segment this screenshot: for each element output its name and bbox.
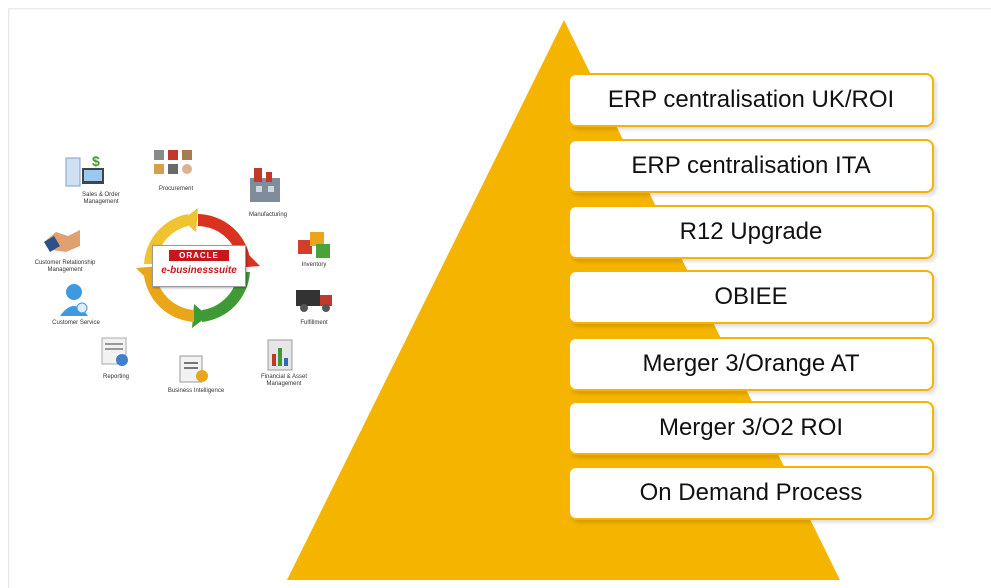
module-label-sales-l2: Management <box>83 199 119 205</box>
ladder-item-obiee: OBIEE <box>568 270 934 324</box>
financial-chart-icon <box>267 339 293 371</box>
reporting-icon <box>101 337 128 366</box>
oracle-ebs-logo: ORACLE e-businesssuite <box>152 245 246 287</box>
factory-icon <box>250 168 280 202</box>
ladder-item-merger-o2-roi: Merger 3/O2 ROI <box>568 401 934 455</box>
inventory-boxes-icon <box>298 232 330 258</box>
module-label-customer-service: Customer Service <box>52 320 100 326</box>
ladder-item-on-demand-process: On Demand Process <box>568 466 934 520</box>
delivery-truck-icon <box>296 290 332 312</box>
ebs-wordmark: e-businesssuite <box>161 265 237 276</box>
module-label-business-intelligence: Business Intelligence <box>167 388 225 394</box>
module-label-procurement: Procurement <box>158 186 194 192</box>
module-label-fulfillment: Fulfillment <box>300 320 328 326</box>
ladder-item-erp-ita: ERP centralisation ITA <box>568 139 934 193</box>
module-label-financial-l2: Management <box>266 381 302 387</box>
sales-order-icon: $ <box>65 154 104 187</box>
module-label-sales-l1: Sales & Order <box>82 192 120 198</box>
oracle-wordmark: ORACLE <box>169 250 229 261</box>
svg-text:$: $ <box>92 154 100 169</box>
ladder-item-r12-upgrade: R12 Upgrade <box>568 205 934 259</box>
module-label-inventory: Inventory <box>301 262 327 268</box>
module-label-crm-l1: Customer Relationship <box>34 260 96 266</box>
customer-service-icon <box>60 284 88 316</box>
ebs-diagram: ORACLE e-businesssuite Procurement Manuf… <box>28 140 348 410</box>
module-label-manufacturing: Manufacturing <box>248 212 288 218</box>
ladder-item-erp-uk-roi: ERP centralisation UK/ROI <box>568 73 934 127</box>
module-label-reporting: Reporting <box>102 374 129 380</box>
module-label-financial-l1: Financial & Asset <box>260 374 308 380</box>
handshake-icon <box>44 230 80 252</box>
ladder-item-merger-orange-at: Merger 3/Orange AT <box>568 337 934 391</box>
module-label-crm-l2: Management <box>47 267 83 273</box>
business-intelligence-icon <box>179 355 208 383</box>
procurement-icon <box>154 150 192 174</box>
